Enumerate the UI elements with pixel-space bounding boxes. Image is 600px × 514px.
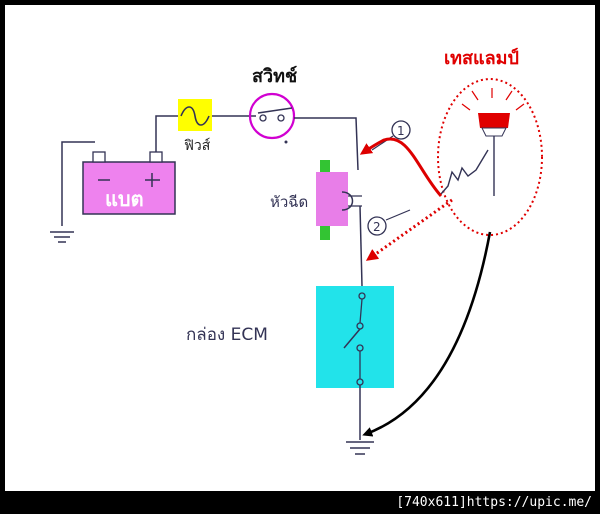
test-lamp-label: เทสแลมป์: [444, 47, 519, 69]
injector-top-stub: [320, 160, 330, 172]
test-lamp-bulb: [478, 113, 510, 128]
switch-lever: [257, 107, 293, 114]
battery-label: แบต: [105, 187, 144, 211]
arrow-step-2: [365, 198, 453, 261]
ground-symbol-ecm: [346, 385, 374, 455]
step-2-label: 2: [373, 220, 381, 234]
switch-highlight-ring: [248, 92, 296, 140]
ecm-internal-switch: [343, 328, 361, 349]
test-lamp-base: [481, 127, 507, 137]
battery-plus-mark: [145, 173, 160, 187]
injector-connector: [341, 191, 354, 211]
switch: สวิทช์: [248, 65, 297, 140]
injector: หัวฉีด: [270, 160, 362, 240]
test-lamp-glow-rays: [461, 88, 525, 111]
ecm-internal-wire: [359, 298, 363, 379]
fuse-element: [180, 106, 210, 126]
step-1-label: 1: [397, 124, 405, 138]
battery-terminal-negative: [92, 151, 106, 163]
arrow-step-1: [359, 137, 443, 197]
battery-terminal-positive: [149, 151, 163, 163]
battery: แบต: [82, 151, 176, 215]
injector-bottom-stub: [320, 226, 330, 240]
ecm-label: กล่อง ECM: [186, 325, 268, 345]
switch-contact-left: [259, 114, 267, 122]
step-marker-2: 2: [367, 209, 411, 236]
injector-pins: [348, 195, 362, 207]
ecm-body: [316, 286, 394, 388]
wire-battery-to-fuse: [155, 115, 180, 152]
injector-body: [316, 172, 348, 226]
fuse: ฟิวส์: [178, 99, 212, 154]
switch-label: สวิทช์: [252, 65, 297, 87]
wire-injector-to-ecm: [359, 205, 363, 287]
wire-dot: [284, 140, 288, 144]
arrow-ground: [362, 231, 492, 437]
wire-switch-to-injector: [294, 117, 359, 171]
ground-symbol-left: [50, 141, 95, 243]
diagram-canvas: [5, 5, 595, 491]
battery-body: [82, 161, 176, 215]
watermark-footer: [740x611]https://upic.me/: [396, 495, 592, 510]
test-lamp-highlight: [437, 78, 543, 236]
switch-contact-right: [277, 114, 285, 122]
test-lamp: เทสแลมป์: [437, 47, 543, 236]
ecm-box: กล่อง ECM: [186, 286, 394, 388]
fuse-label: ฟิวส์: [184, 137, 211, 154]
test-lamp-lead-coil: [440, 149, 489, 195]
injector-label: หัวฉีด: [270, 193, 308, 211]
